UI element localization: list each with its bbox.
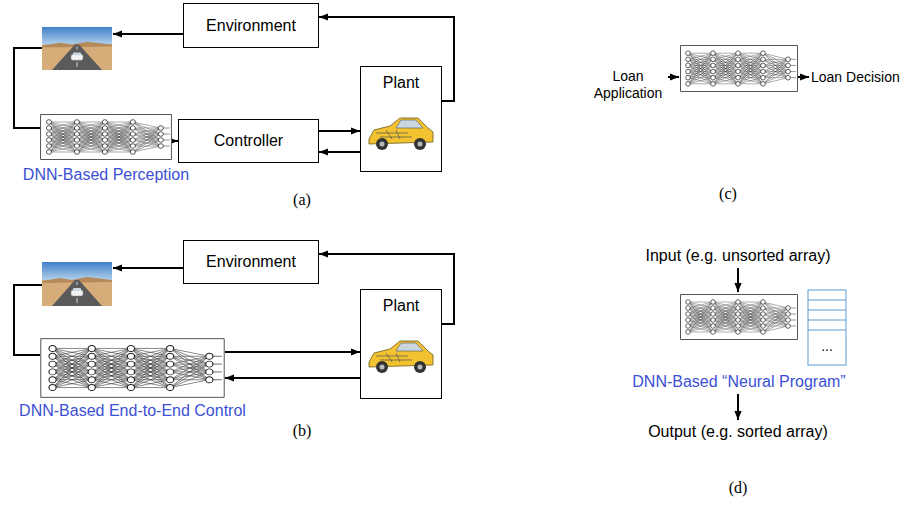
output-arrow bbox=[798, 76, 809, 78]
panel-letter: (d) bbox=[726, 478, 750, 497]
output-arrow bbox=[737, 394, 739, 420]
block-caption: DNN-Based Perception bbox=[23, 165, 189, 184]
panel-letter: (c) bbox=[716, 184, 740, 203]
box-label: Plant bbox=[383, 296, 419, 315]
memory-stack bbox=[808, 290, 846, 365]
input-arrow bbox=[668, 76, 679, 78]
signal-arrow bbox=[225, 377, 360, 379]
annotation-text: Loan Application bbox=[590, 68, 666, 102]
neural-network-block: DNN-Based Perception bbox=[40, 114, 172, 160]
block-caption: DNN-Based “Neural Program” bbox=[632, 372, 845, 391]
process-box: Controller bbox=[178, 119, 319, 163]
signal-arrow bbox=[319, 151, 360, 153]
input-arrow bbox=[737, 268, 739, 292]
road-photo bbox=[42, 262, 112, 306]
neural-network-figure bbox=[40, 338, 225, 398]
signal-arrow bbox=[225, 351, 360, 353]
panel-letter: (b) bbox=[290, 421, 314, 440]
process-box: Environment bbox=[183, 240, 319, 284]
neural-network-figure bbox=[40, 114, 172, 160]
process-box: Environment bbox=[183, 3, 319, 48]
plant-box: Plant bbox=[360, 66, 442, 172]
box-label: Plant bbox=[383, 73, 419, 92]
annotation-text: Output (e.g. sorted array) bbox=[598, 422, 878, 441]
box-label: Controller bbox=[214, 131, 283, 150]
camera-feed-line bbox=[14, 285, 42, 355]
environment-to-camera-arrow bbox=[113, 33, 183, 35]
environment-to-camera-arrow bbox=[113, 267, 183, 269]
plant-box: Plant bbox=[360, 289, 442, 399]
car-illustration bbox=[366, 106, 436, 154]
box-label: Environment bbox=[206, 16, 296, 35]
neural-network-block: DNN-Based End-to-End Control bbox=[40, 338, 225, 398]
block-caption: DNN-Based End-to-End Control bbox=[19, 401, 246, 420]
annotation-text: Input (e.g. unsorted array) bbox=[598, 246, 878, 265]
camera-feed-line bbox=[14, 48, 42, 128]
annotation-text: Loan Decision bbox=[811, 69, 900, 86]
signal-arrow bbox=[319, 130, 360, 132]
neural-network-block: DNN-Based “Neural Program” bbox=[680, 294, 798, 340]
neural-network-figure bbox=[680, 294, 798, 340]
road-photo bbox=[42, 27, 112, 70]
car-illustration bbox=[366, 329, 436, 377]
panel-letter: (a) bbox=[290, 190, 314, 209]
neural-network-figure bbox=[681, 46, 798, 92]
box-label: Environment bbox=[206, 252, 296, 271]
annotation-text: ... bbox=[812, 338, 842, 355]
